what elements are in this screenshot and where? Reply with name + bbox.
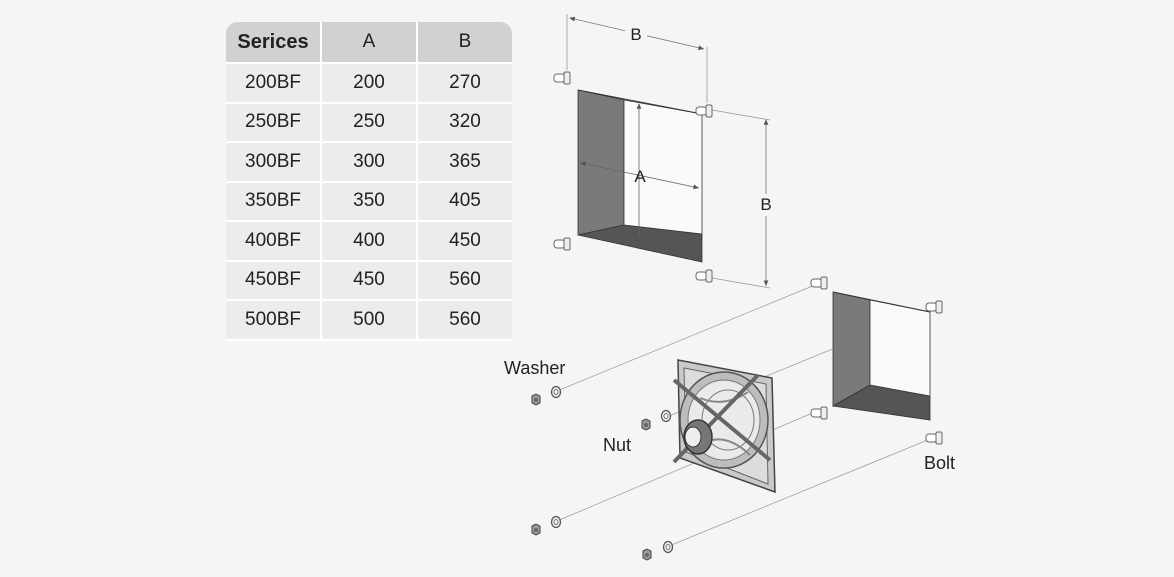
cell-a: 300 <box>322 143 418 183</box>
cell-b: 270 <box>418 64 512 104</box>
washer-icon <box>550 515 562 529</box>
cell-series: 350BF <box>226 182 322 222</box>
frame-left-wall <box>577 89 625 236</box>
bolt-icon <box>695 269 713 283</box>
bolt-icon <box>925 431 943 445</box>
top-frame-group: B A B <box>553 14 776 289</box>
cell-series: 300BF <box>226 143 322 183</box>
cell-series: 250BF <box>226 103 322 143</box>
header-a: A <box>322 22 418 64</box>
cell-a: 400 <box>322 222 418 262</box>
dim-line-a <box>580 161 700 190</box>
cell-series: 500BF <box>226 301 322 341</box>
cell-series: 200BF <box>226 64 322 104</box>
washer-icon <box>660 409 672 423</box>
washer-icon <box>662 540 674 554</box>
table-header-row: Serices A B <box>226 22 512 64</box>
cell-a: 250 <box>322 103 418 143</box>
bolt-icon <box>925 300 943 314</box>
bolt-icon <box>810 406 828 420</box>
cell-b: 320 <box>418 103 512 143</box>
label-side-b: B <box>760 195 771 214</box>
bolt-icon <box>695 104 713 118</box>
assembly-group: Washer Nut Bolt <box>504 276 955 561</box>
cell-a: 450 <box>322 261 418 301</box>
cell-b: 560 <box>418 301 512 341</box>
bolt-icon <box>553 71 571 85</box>
cell-b: 405 <box>418 182 512 222</box>
label-top-b: B <box>630 25 641 44</box>
bolt-icon <box>810 276 828 290</box>
cell-b: 560 <box>418 261 512 301</box>
label-a: A <box>634 167 646 186</box>
washer-icon <box>550 385 562 399</box>
cell-a: 500 <box>322 301 418 341</box>
cell-series: 450BF <box>226 261 322 301</box>
cell-series: 400BF <box>226 222 322 262</box>
label-washer: Washer <box>504 358 565 378</box>
nut-icon <box>641 418 651 431</box>
header-series: Serices <box>226 22 322 64</box>
bolt-icon <box>553 237 571 251</box>
cell-a: 200 <box>322 64 418 104</box>
label-bolt: Bolt <box>924 453 955 473</box>
nut-icon <box>531 393 541 406</box>
header-b: B <box>418 22 512 64</box>
cell-a: 350 <box>322 182 418 222</box>
label-nut: Nut <box>603 435 631 455</box>
cell-b: 365 <box>418 143 512 183</box>
nut-icon <box>531 523 541 536</box>
fan-icon <box>672 359 776 494</box>
nut-icon <box>642 548 652 561</box>
cell-b: 450 <box>418 222 512 262</box>
